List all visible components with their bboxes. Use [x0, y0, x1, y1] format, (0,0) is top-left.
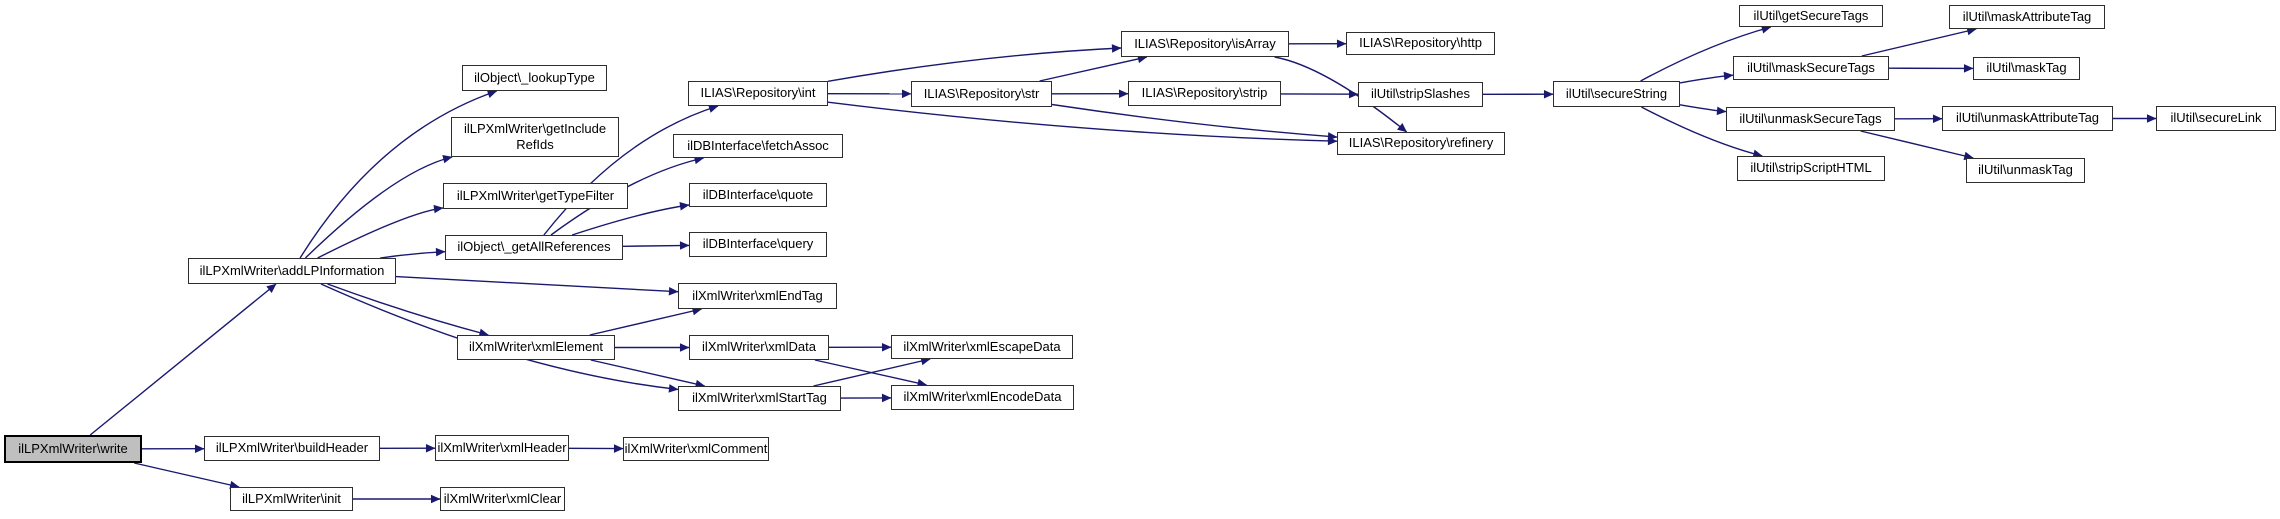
graph-edge-maskSecureTags-maskAttributeTag	[1861, 26, 1977, 57]
graph-node-repInt[interactable]: ILIAS\Repository\int	[688, 81, 828, 106]
graph-node-query[interactable]: ilDBInterface\query	[689, 232, 827, 257]
graph-node-strip[interactable]: ILIAS\Repository\strip	[1128, 81, 1281, 106]
graph-edge-getAllReferences-repInt	[543, 104, 719, 236]
graph-edge-xmlStartTag-xmlEscapeData	[813, 356, 931, 387]
graph-node-repStr[interactable]: ILIAS\Repository\str	[911, 81, 1052, 107]
graph-node-lookupType[interactable]: ilObject\_lookupType	[462, 65, 607, 91]
graph-node-getAllReferences[interactable]: ilObject\_getAllReferences	[445, 235, 623, 260]
graph-edge-addLPInformation-getIncludeRefIds	[304, 154, 453, 259]
graph-node-xmlComment[interactable]: ilXmlWriter\xmlComment	[623, 437, 769, 461]
graph-node-xmlEncodeData[interactable]: ilXmlWriter\xmlEncodeData	[891, 385, 1074, 410]
graph-node-xmlElement[interactable]: ilXmlWriter\xmlElement	[457, 335, 615, 360]
graph-edge-getAllReferences-fetchAssoc	[550, 155, 705, 236]
graph-edge-addLPInformation-xmlEndTag	[395, 275, 679, 296]
graph-node-getTypeFilter[interactable]: ilLPXmlWriter\getTypeFilter	[443, 183, 628, 209]
graph-edge-addLPInformation-getAllReferences	[380, 247, 446, 259]
graph-edge-addLPInformation-lookupType	[299, 89, 498, 259]
graph-node-unmaskAttributeTag[interactable]: ilUtil\unmaskAttributeTag	[1942, 106, 2113, 131]
graph-edge-write-addLPInformation	[89, 283, 277, 436]
graph-edge-xmlElement-xmlEndTag	[589, 306, 703, 336]
graph-node-write[interactable]: ilLPXmlWriter\write	[4, 435, 142, 463]
graph-node-xmlData[interactable]: ilXmlWriter\xmlData	[689, 335, 829, 360]
graph-edge-isArray-refinery	[1274, 56, 1408, 133]
graph-node-unmaskSecureTags[interactable]: ilUtil\unmaskSecureTags	[1726, 107, 1895, 131]
graph-node-xmlClear[interactable]: ilXmlWriter\xmlClear	[440, 487, 565, 511]
graph-node-xmlStartTag[interactable]: ilXmlWriter\xmlStartTag	[678, 386, 841, 411]
graph-node-secureString[interactable]: ilUtil\secureString	[1553, 81, 1680, 107]
graph-edge-repStr-refinery	[1051, 103, 1338, 141]
graph-node-maskTag[interactable]: ilUtil\maskTag	[1973, 57, 2080, 80]
graph-edge-addLPInformation-xmlElement	[327, 283, 489, 337]
graph-node-quote[interactable]: ilDBInterface\quote	[689, 183, 827, 207]
graph-node-refinery[interactable]: ILIAS\Repository\refinery	[1337, 132, 1505, 155]
graph-edge-repStr-isArray	[1039, 54, 1148, 82]
graph-edge-addLPInformation-getTypeFilter	[317, 204, 444, 259]
graph-edge-xmlElement-xmlStartTag	[590, 359, 706, 389]
graph-node-getSecureTags[interactable]: ilUtil\getSecureTags	[1739, 5, 1883, 27]
graph-node-unmaskTag[interactable]: ilUtil\unmaskTag	[1966, 158, 2085, 183]
graph-node-xmlHeader[interactable]: ilXmlWriter\xmlHeader	[435, 435, 569, 461]
graph-node-stripSlashes[interactable]: ilUtil\stripSlashes	[1358, 82, 1483, 107]
graph-edge-secureString-stripScriptHTML	[1641, 106, 1763, 158]
graph-edge-secureString-getSecureTags	[1640, 25, 1772, 82]
graph-node-http[interactable]: ILIAS\Repository\http	[1346, 32, 1495, 55]
graph-node-addLPInformation[interactable]: ilLPXmlWriter\addLPInformation	[188, 258, 396, 284]
graph-node-stripScriptHTML[interactable]: ilUtil\stripScriptHTML	[1737, 156, 1885, 181]
graph-node-maskAttributeTag[interactable]: ilUtil\maskAttributeTag	[1949, 5, 2105, 29]
graph-node-fetchAssoc[interactable]: ilDBInterface\fetchAssoc	[673, 134, 843, 158]
graph-node-xmlEscapeData[interactable]: ilXmlWriter\xmlEscapeData	[891, 335, 1073, 359]
graph-edge-secureString-unmaskSecureTags	[1679, 104, 1727, 116]
graph-node-buildHeader[interactable]: ilLPXmlWriter\buildHeader	[204, 436, 380, 461]
graph-edge-unmaskSecureTags-unmaskTag	[1860, 130, 1974, 161]
graph-edge-secureString-maskSecureTags	[1679, 71, 1734, 84]
graph-node-xmlEndTag[interactable]: ilXmlWriter\xmlEndTag	[678, 283, 837, 309]
graph-node-init[interactable]: ilLPXmlWriter\init	[230, 487, 353, 511]
graph-node-maskSecureTags[interactable]: ilUtil\maskSecureTags	[1733, 56, 1889, 80]
graph-edge-getAllReferences-quote	[571, 202, 690, 236]
graph-node-isArray[interactable]: ILIAS\Repository\isArray	[1121, 31, 1289, 57]
graph-edge-write-init	[134, 462, 240, 490]
graph-edge-repInt-refinery	[827, 101, 1338, 146]
graph-node-secureLink[interactable]: ilUtil\secureLink	[2156, 106, 2276, 131]
graph-node-getIncludeRefIds[interactable]: ilLPXmlWriter\getInclude RefIds	[451, 117, 619, 157]
graph-edge-getAllReferences-query	[622, 241, 690, 250]
graph-edge-repInt-isArray	[827, 44, 1122, 82]
